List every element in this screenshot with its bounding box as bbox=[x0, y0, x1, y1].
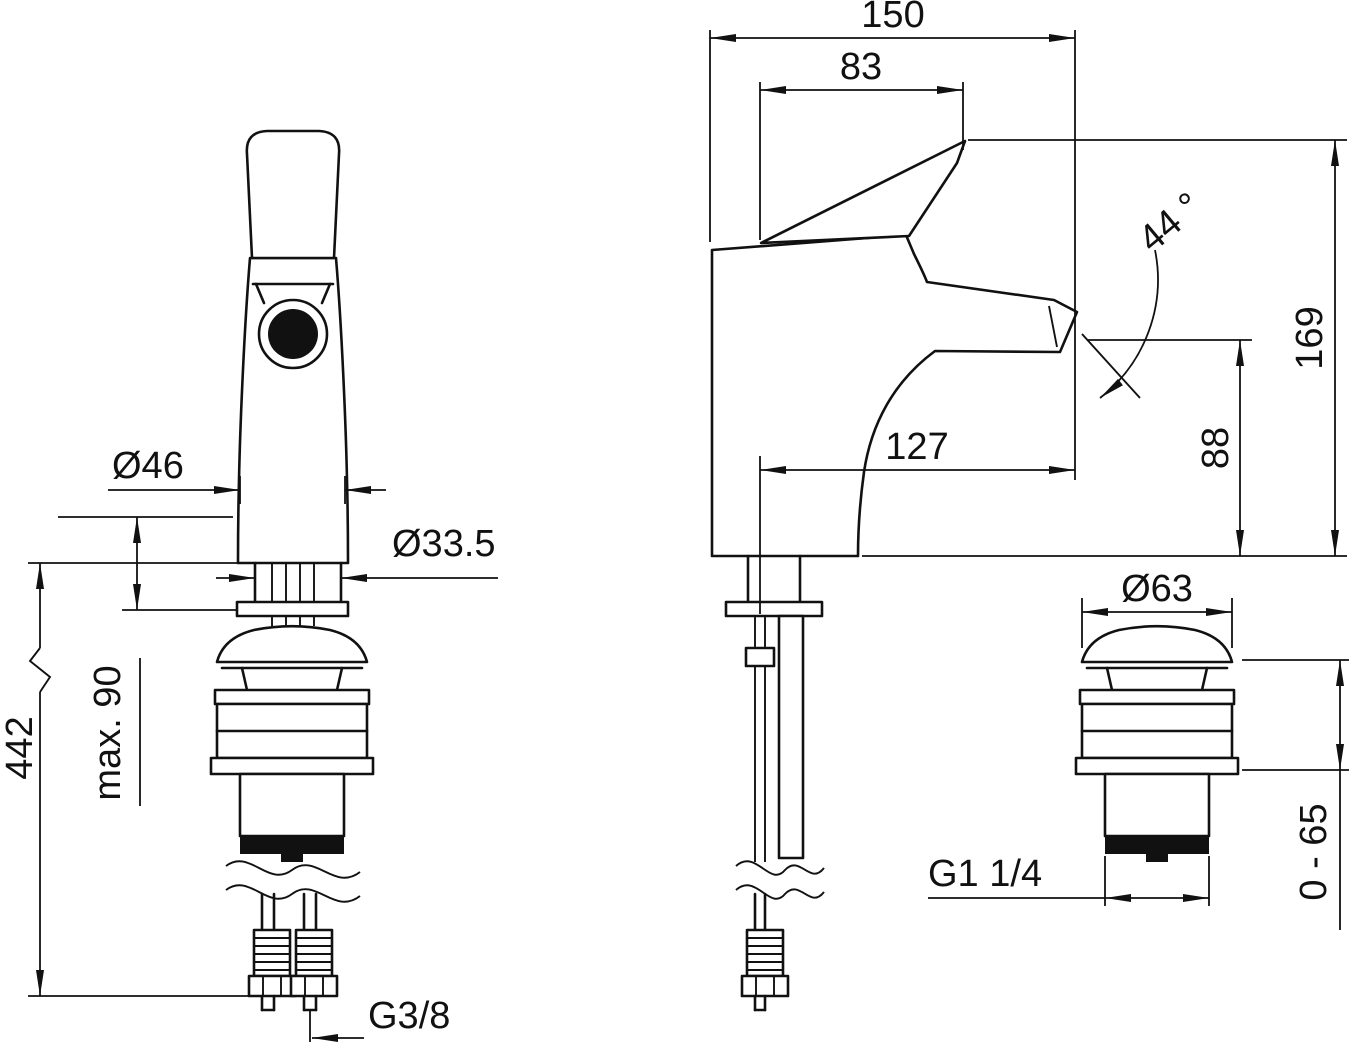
mounting-plate bbox=[235, 600, 350, 618]
dim-handle-reach-label: 83 bbox=[840, 46, 882, 88]
lever-side bbox=[759, 139, 967, 245]
front-view: 442 max. 90 Ø46 Ø33.5 G3/8 bbox=[0, 129, 498, 1042]
dim-swivel-angle: 44 ° bbox=[1081, 185, 1210, 399]
dim-total-height-label: 442 bbox=[0, 716, 41, 779]
dim-spout-height-label: 88 bbox=[1195, 427, 1237, 469]
dim-shank-diameter: Ø33.5 bbox=[216, 523, 498, 592]
break-line bbox=[735, 884, 825, 900]
dim-drain-thread: G1 1/4 bbox=[928, 853, 1210, 906]
dim-cap-diameter: Ø63 bbox=[1081, 568, 1233, 648]
dim-max-deck-label: max. 90 bbox=[87, 665, 129, 800]
dim-spout-reach: 127 bbox=[759, 426, 1075, 614]
dim-depth-total: 150 bbox=[709, 0, 1076, 480]
dim-adjust-range-label: 0 - 65 bbox=[1293, 803, 1335, 900]
break-line bbox=[735, 860, 825, 876]
dim-cap-diameter-label: Ø63 bbox=[1121, 568, 1193, 610]
hose-sheath bbox=[777, 614, 805, 860]
break-line bbox=[225, 860, 361, 879]
dim-max-deck-thickness: max. 90 bbox=[58, 516, 237, 806]
supply-hoses-front bbox=[225, 860, 361, 1012]
dim-total-height: 442 bbox=[0, 562, 248, 997]
dim-height-total: 169 bbox=[862, 139, 1347, 557]
dim-spout-height: 88 bbox=[1088, 339, 1252, 556]
drain-detail-view: Ø63 G1 1/4 0 - 65 bbox=[928, 568, 1349, 930]
dim-handle-reach: 83 bbox=[759, 46, 964, 240]
dim-shank-diameter-label: Ø33.5 bbox=[392, 523, 496, 565]
dim-height-total-label: 169 bbox=[1289, 306, 1331, 369]
break-line bbox=[225, 884, 361, 903]
aerator-icon bbox=[268, 309, 318, 359]
dim-drain-thread-label: G1 1/4 bbox=[928, 853, 1042, 895]
dim-body-diameter: Ø46 bbox=[108, 445, 386, 504]
faucet-front bbox=[235, 129, 350, 626]
drain-detail bbox=[1074, 624, 1240, 864]
handle-front bbox=[245, 129, 341, 260]
supply-hose-side bbox=[735, 860, 825, 1012]
dim-adjust-range: 0 - 65 bbox=[1242, 659, 1349, 930]
drain-front bbox=[209, 624, 375, 864]
dim-swivel-angle-label: 44 ° bbox=[1131, 185, 1210, 261]
dim-body-diameter-label: Ø46 bbox=[112, 445, 184, 487]
dim-depth-total-label: 150 bbox=[861, 0, 924, 36]
mounting-plate bbox=[724, 600, 824, 618]
dim-inlet-thread-label: G3/8 bbox=[368, 995, 450, 1037]
dim-inlet-thread: G3/8 bbox=[309, 995, 450, 1042]
faucet-side bbox=[710, 139, 1079, 862]
dim-spout-reach-label: 127 bbox=[885, 426, 948, 468]
